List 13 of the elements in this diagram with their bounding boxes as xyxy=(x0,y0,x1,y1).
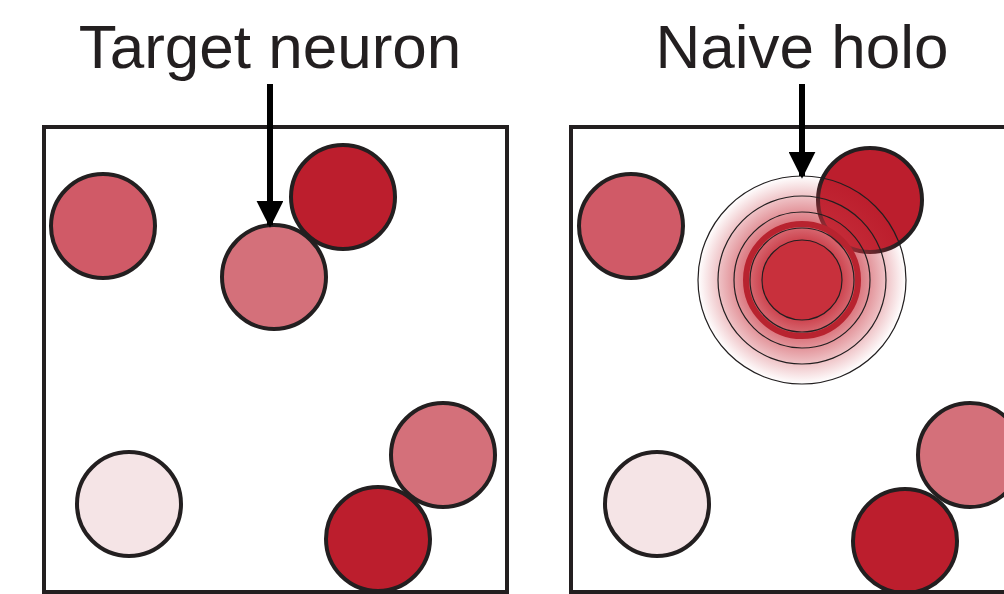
field-of-view-frame xyxy=(42,125,509,594)
leader-line xyxy=(788,84,816,179)
neuron-circle xyxy=(49,172,157,280)
leader-line xyxy=(256,84,284,228)
field-of-view-frame xyxy=(569,125,1004,594)
neuron-circle xyxy=(220,223,328,331)
neuron-circle xyxy=(577,172,685,280)
neuron-circle xyxy=(75,450,183,558)
neuron-circle xyxy=(289,143,397,251)
neuron-circle xyxy=(389,401,497,509)
neuron-circle xyxy=(603,450,711,558)
light-spot-drawing xyxy=(696,174,908,386)
callout-label: Naive holo xyxy=(655,16,949,78)
